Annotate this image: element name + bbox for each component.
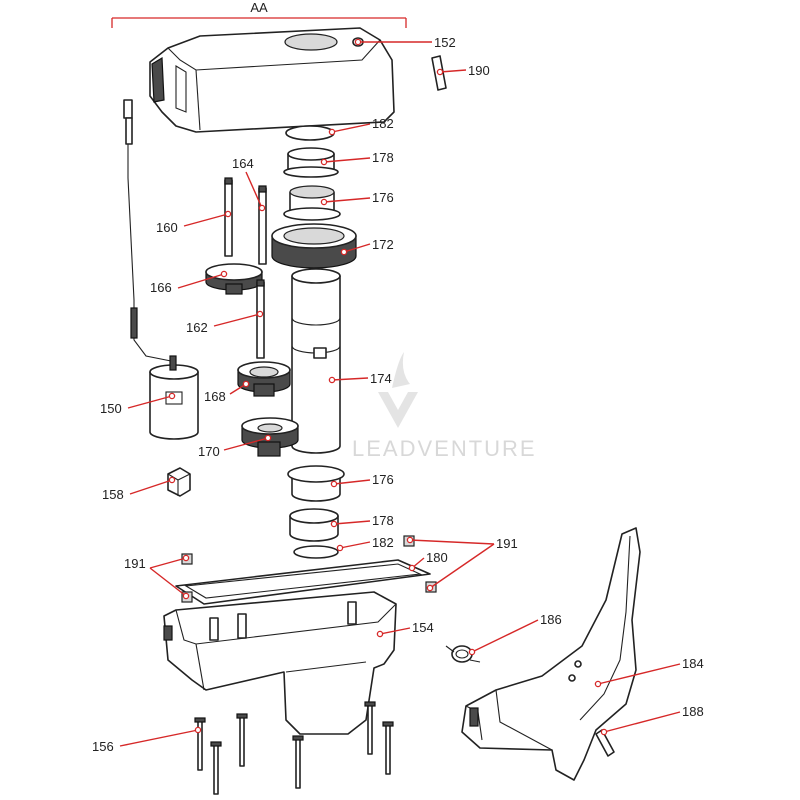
svg-text:172: 172 xyxy=(372,237,394,252)
svg-text:191: 191 xyxy=(496,536,518,551)
svg-text:184: 184 xyxy=(682,656,704,671)
dimension-aa: AA xyxy=(111,0,407,28)
callout-156: 156 xyxy=(92,726,202,754)
svg-text:191: 191 xyxy=(124,556,146,571)
svg-text:182: 182 xyxy=(372,116,394,131)
svg-text:190: 190 xyxy=(468,63,490,78)
callout-150: 150 xyxy=(100,392,176,416)
callout-172: 172 xyxy=(340,237,394,256)
svg-text:150: 150 xyxy=(100,401,122,416)
callout-174: 174 xyxy=(328,371,392,386)
svg-text:168: 168 xyxy=(204,389,226,404)
lower-bearing-part xyxy=(287,465,345,502)
callout-182-top: 182 xyxy=(328,116,394,136)
top-o-ring-part xyxy=(285,125,335,141)
svg-text:160: 160 xyxy=(156,220,178,235)
callout-162: 162 xyxy=(186,310,264,335)
callout-158: 158 xyxy=(102,476,176,502)
main-tube-part xyxy=(291,268,341,454)
callout-176-lower: 176 xyxy=(330,472,394,488)
shaft-160-part xyxy=(224,177,233,257)
gear-168-part xyxy=(237,361,291,397)
callout-166: 166 xyxy=(150,270,228,295)
svg-text:170: 170 xyxy=(198,444,220,459)
svg-text:152: 152 xyxy=(434,35,456,50)
callout-191-left: 191 xyxy=(124,554,190,600)
callout-176-top: 176 xyxy=(320,190,394,206)
gear-166-part xyxy=(205,263,263,295)
callout-168: 168 xyxy=(204,380,250,404)
svg-text:180: 180 xyxy=(426,550,448,565)
callout-180: 180 xyxy=(408,550,448,572)
callout-152: 152 xyxy=(354,35,456,50)
svg-text:178: 178 xyxy=(372,513,394,528)
top-bearing-part xyxy=(283,185,341,221)
top-cover-part xyxy=(149,27,395,133)
callout-186: 186 xyxy=(468,612,562,656)
svg-text:186: 186 xyxy=(540,612,562,627)
svg-text:156: 156 xyxy=(92,739,114,754)
callout-170: 170 xyxy=(198,434,272,459)
svg-text:158: 158 xyxy=(102,487,124,502)
svg-text:154: 154 xyxy=(412,620,434,635)
callout-191-right: 191 xyxy=(406,536,518,592)
callout-160: 160 xyxy=(156,210,232,235)
callout-190: 190 xyxy=(436,63,490,78)
bracket-part xyxy=(461,527,641,781)
callout-178-lower: 178 xyxy=(330,513,394,528)
pin-part xyxy=(595,729,615,757)
svg-text:176: 176 xyxy=(372,190,394,205)
lower-o-ring-part xyxy=(293,545,339,559)
callout-164: 164 xyxy=(232,156,266,212)
svg-text:188: 188 xyxy=(682,704,704,719)
top-bushing-part xyxy=(283,147,339,178)
gasket-part xyxy=(175,559,431,605)
callout-178-top: 178 xyxy=(320,150,394,166)
svg-text:176: 176 xyxy=(372,472,394,487)
gear-170-part xyxy=(241,417,299,457)
svg-text:162: 162 xyxy=(186,320,208,335)
shaft-162-part xyxy=(256,279,265,359)
watermark-text: LEADVENTURE xyxy=(352,436,537,461)
callout-182-lower: 182 xyxy=(336,535,394,552)
motor-part xyxy=(123,99,199,440)
callout-154: 154 xyxy=(376,620,434,638)
shaft-164-part xyxy=(258,185,267,265)
callout-184: 184 xyxy=(594,656,704,688)
watermark: LEADVENTURE xyxy=(352,352,537,461)
svg-text:178: 178 xyxy=(372,150,394,165)
lower-bushing-part xyxy=(289,508,339,542)
callout-188: 188 xyxy=(600,704,704,736)
dimension-label: AA xyxy=(250,0,268,15)
bottom-housing-part xyxy=(163,591,397,735)
block-158-part xyxy=(167,467,191,497)
large-ring-gear-part xyxy=(271,223,357,269)
screw-156-parts xyxy=(194,701,394,795)
spring-part xyxy=(445,645,481,663)
svg-text:164: 164 xyxy=(232,156,254,171)
svg-text:166: 166 xyxy=(150,280,172,295)
svg-text:182: 182 xyxy=(372,535,394,550)
svg-text:174: 174 xyxy=(370,371,392,386)
